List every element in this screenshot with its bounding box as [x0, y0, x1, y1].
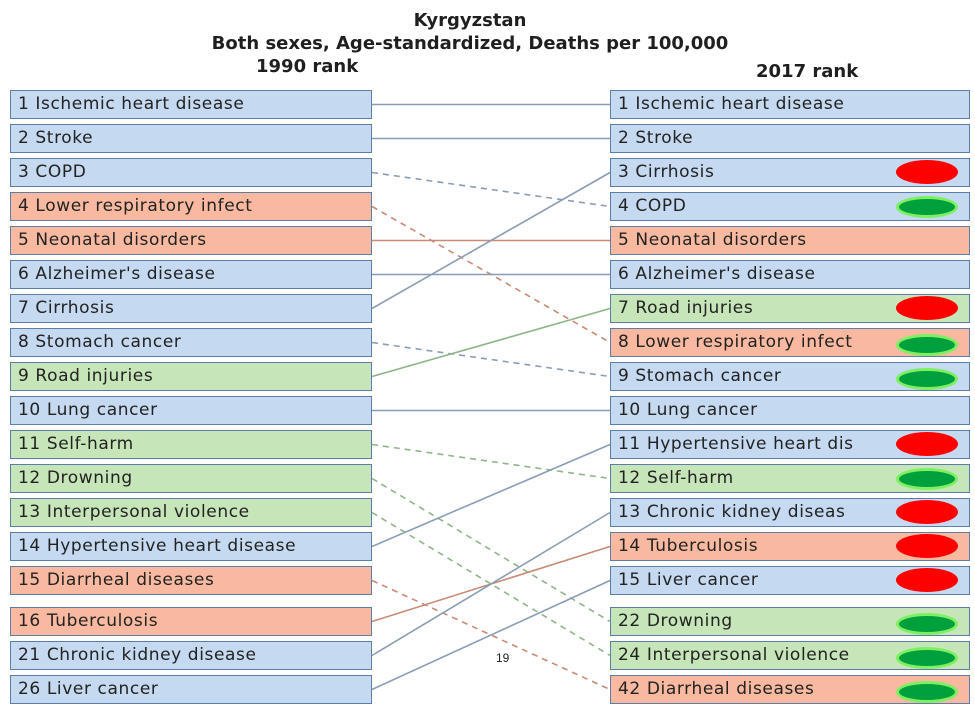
left-column-header: 1990 rank: [256, 56, 359, 77]
rank-connector: [371, 511, 611, 657]
rank-2017-item: 42 Diarrheal diseases: [610, 675, 970, 704]
rank-2017-item: 10 Lung cancer: [610, 396, 970, 425]
rank-increase-marker: [896, 296, 958, 320]
rank-connector: [371, 477, 611, 623]
rank-connector: [371, 443, 611, 480]
rank-decrease-marker: [896, 468, 958, 490]
rank-1990-item: 6 Alzheimer's disease: [10, 260, 372, 289]
rank-increase-marker: [896, 500, 958, 524]
chart-subtitle: Both sexes, Age-standardized, Deaths per…: [211, 33, 729, 54]
rank-connector: [371, 341, 611, 378]
rank-increase-marker: [896, 432, 958, 456]
rank-1990-item: 15 Diarrheal diseases: [10, 566, 372, 595]
rank-1990-item: 5 Neonatal disorders: [10, 226, 372, 255]
rank-decrease-marker: [896, 613, 958, 635]
rank-1990-item: 8 Stomach cancer: [10, 328, 372, 357]
rank-2017-item: 5 Neonatal disorders: [610, 226, 970, 255]
rank-connector: [371, 443, 611, 548]
rank-1990-item: 16 Tuberculosis: [10, 607, 372, 636]
rank-1990-item: 10 Lung cancer: [10, 396, 372, 425]
rank-1990-item: 11 Self-harm: [10, 430, 372, 459]
rank-2017-item: 1 Ischemic heart disease: [610, 90, 970, 119]
rank-2017-item: 2 Stroke: [610, 124, 970, 153]
right-column-header: 2017 rank: [756, 61, 859, 82]
rank-decrease-marker: [896, 368, 958, 390]
rank-1990-item: 13 Interpersonal violence: [10, 498, 372, 527]
rank-1990-item: 4 Lower respiratory infect: [10, 192, 372, 221]
rank-connector: [371, 171, 611, 310]
rank-1990-item: 3 COPD: [10, 158, 372, 187]
page-number: 19: [496, 651, 510, 665]
rank-decrease-marker: [896, 681, 958, 703]
rank-1990-item: 21 Chronic kidney disease: [10, 641, 372, 670]
rank-increase-marker: [896, 568, 958, 592]
rank-1990-item: 9 Road injuries: [10, 362, 372, 391]
rank-decrease-marker: [896, 334, 958, 356]
rank-1990-item: 14 Hypertensive heart disease: [10, 532, 372, 561]
rank-connector: [371, 579, 611, 691]
rank-1990-item: 12 Drowning: [10, 464, 372, 493]
rank-1990-item: 7 Cirrhosis: [10, 294, 372, 323]
rank-1990-item: 2 Stroke: [10, 124, 372, 153]
chart-title: Kyrgyzstan: [413, 10, 527, 31]
rank-2017-item: 6 Alzheimer's disease: [610, 260, 970, 289]
rank-connector: [371, 307, 611, 378]
rank-increase-marker: [896, 160, 958, 184]
rank-1990-item: 26 Liver cancer: [10, 675, 372, 704]
rank-decrease-marker: [896, 196, 958, 218]
rank-1990-item: 1 Ischemic heart disease: [10, 90, 372, 119]
rank-connector: [371, 171, 611, 208]
rank-connector: [371, 511, 611, 657]
rank-decrease-marker: [896, 647, 958, 669]
rank-increase-marker: [896, 534, 958, 558]
